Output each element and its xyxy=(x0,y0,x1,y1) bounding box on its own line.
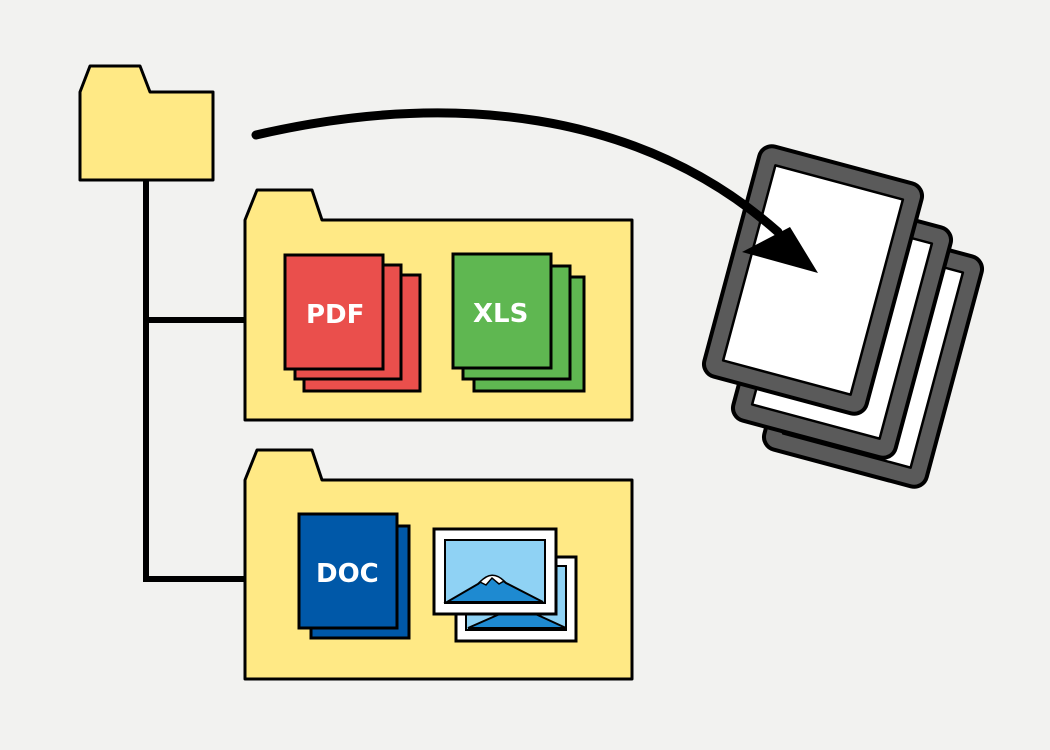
doc-label: DOC xyxy=(316,559,379,589)
tree-connectors xyxy=(143,180,246,582)
tablet-device-icon xyxy=(701,144,985,489)
arrow-icon xyxy=(251,108,818,273)
pdf-file-icon xyxy=(283,253,422,393)
image-file-icon xyxy=(432,527,578,643)
pdf-label: PDF xyxy=(306,300,364,330)
xls-file-icon xyxy=(451,252,586,393)
xls-label: XLS xyxy=(473,299,528,329)
root-folder-icon xyxy=(78,64,215,182)
tree-trunk-line xyxy=(143,180,246,582)
doc-file-icon xyxy=(297,512,411,640)
